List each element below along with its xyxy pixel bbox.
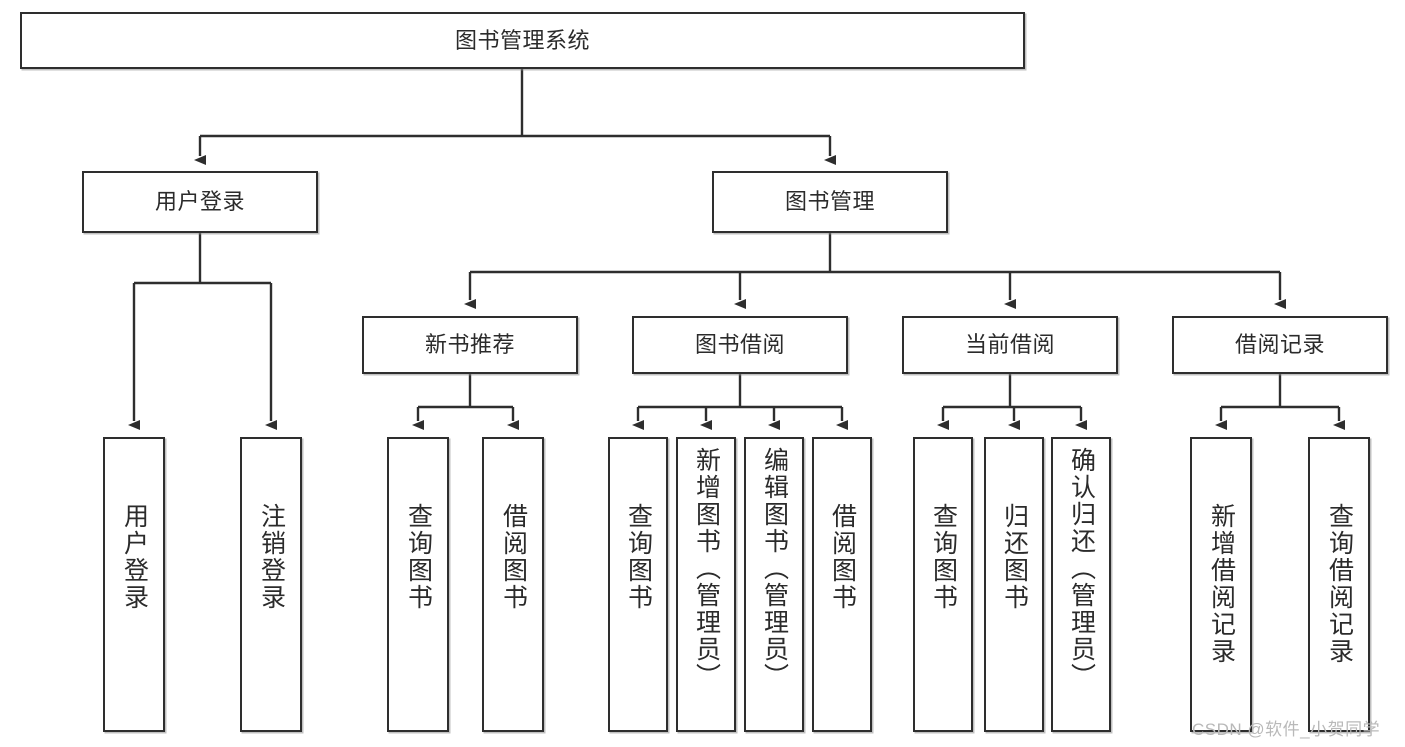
node-leaf-query-book-2[interactable]: 查询图书 xyxy=(608,437,668,732)
node-label: 查询图书 xyxy=(404,503,433,611)
node-leaf-logout[interactable]: 注销登录 xyxy=(240,437,302,732)
node-label: 查询图书 xyxy=(624,503,653,611)
node-label: 查询图书 xyxy=(929,503,958,611)
watermark: CSDN @软件_小贺同学 xyxy=(1192,720,1381,739)
node-leaf-confirm-return[interactable]: 确认归还（管理员） xyxy=(1051,437,1111,732)
node-label: 图书管理 xyxy=(784,189,875,215)
node-leaf-query-book-1[interactable]: 查询图书 xyxy=(387,437,449,732)
node-label: 图书借阅 xyxy=(694,332,785,358)
node-new-book-recommend[interactable]: 新书推荐 xyxy=(362,316,578,374)
node-label: 用户登录 xyxy=(120,503,149,611)
node-label: 归还图书 xyxy=(1000,503,1029,611)
node-user-login[interactable]: 用户登录 xyxy=(82,171,318,233)
node-leaf-add-book[interactable]: 新增图书（管理员） xyxy=(676,437,736,732)
node-label: 借阅图书 xyxy=(828,503,857,611)
node-label: 新书推荐 xyxy=(424,332,515,358)
node-label: 借阅图书 xyxy=(499,503,528,611)
node-leaf-add-record[interactable]: 新增借阅记录 xyxy=(1190,437,1252,732)
node-label: 新增图书（管理员） xyxy=(692,447,721,690)
node-label: 图书管理系统 xyxy=(454,27,590,53)
node-book-management[interactable]: 图书管理 xyxy=(712,171,948,233)
node-label: 借阅记录 xyxy=(1234,332,1325,358)
node-label: 编辑图书（管理员） xyxy=(760,447,789,690)
node-leaf-return-book[interactable]: 归还图书 xyxy=(984,437,1044,732)
node-borrow-record[interactable]: 借阅记录 xyxy=(1172,316,1388,374)
node-label: 新增借阅记录 xyxy=(1207,503,1236,665)
node-label: 确认归还（管理员） xyxy=(1067,447,1096,690)
node-leaf-edit-book[interactable]: 编辑图书（管理员） xyxy=(744,437,804,732)
node-label: 当前借阅 xyxy=(964,332,1055,358)
node-leaf-borrow-book-1[interactable]: 借阅图书 xyxy=(482,437,544,732)
node-leaf-query-record[interactable]: 查询借阅记录 xyxy=(1308,437,1370,732)
node-label: 注销登录 xyxy=(257,503,286,611)
node-leaf-query-book-3[interactable]: 查询图书 xyxy=(913,437,973,732)
node-leaf-borrow-book-2[interactable]: 借阅图书 xyxy=(812,437,872,732)
node-root-system[interactable]: 图书管理系统 xyxy=(20,12,1025,69)
node-leaf-user-login[interactable]: 用户登录 xyxy=(103,437,165,732)
node-current-borrow[interactable]: 当前借阅 xyxy=(902,316,1118,374)
node-label: 查询借阅记录 xyxy=(1325,503,1354,665)
node-label: 用户登录 xyxy=(154,189,245,215)
node-book-borrow[interactable]: 图书借阅 xyxy=(632,316,848,374)
